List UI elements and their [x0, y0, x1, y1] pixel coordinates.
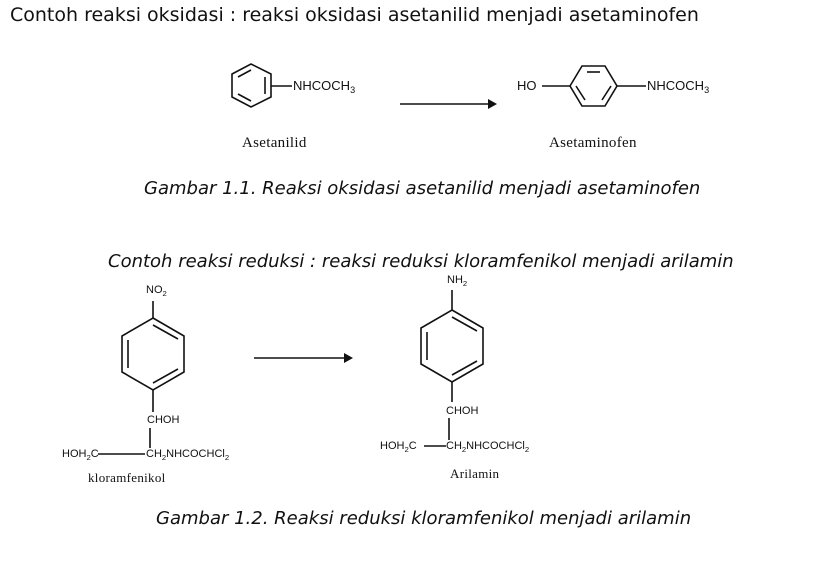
asetanilid-label: Asetanilid — [242, 135, 307, 151]
arilamin-label: Arilamin — [450, 466, 500, 481]
arilamin-amine-group: NH2 — [447, 274, 468, 288]
kloramfenikol-ring — [98, 301, 185, 455]
reduction-example-title: Contoh reaksi reduksi : reaksi reduksi k… — [108, 251, 734, 272]
arilamin-ring — [420, 290, 484, 447]
kloramfenikol-chohl: CHOH — [147, 414, 180, 426]
arilamin-chohl: CHOH — [446, 405, 479, 417]
kloramfenikol-left-chain: HOH2C — [62, 448, 99, 462]
asetaminofen-ring — [542, 65, 646, 107]
asetanilid-ring — [231, 63, 292, 108]
kloramfenikol-right-chain: CH2NHCOCHCl2 — [146, 448, 230, 462]
page-heading: Contoh reaksi oksidasi : reaksi oksidasi… — [10, 4, 699, 26]
arilamin-left-chain: HOH2C — [380, 440, 417, 454]
asetanilid-substituent: NHCOCH3 — [293, 78, 356, 95]
asetaminofen-label: Asetaminofen — [549, 135, 637, 151]
asetaminofen-substituent: NHCOCH3 — [647, 78, 710, 95]
arilamin-right-chain: CH2NHCOCHCl2 — [446, 440, 530, 454]
figure-caption-1-2: Gambar 1.2. Reaksi reduksi kloramfenikol… — [156, 508, 692, 529]
kloramfenikol-nitro-group: NO2 — [146, 284, 167, 298]
asetaminofen-ho-group: HO — [517, 78, 537, 93]
figure-caption-1-1: Gambar 1.1. Reaksi oksidasi asetanilid m… — [144, 178, 701, 199]
kloramfenikol-label: kloramfenikol — [88, 470, 166, 485]
